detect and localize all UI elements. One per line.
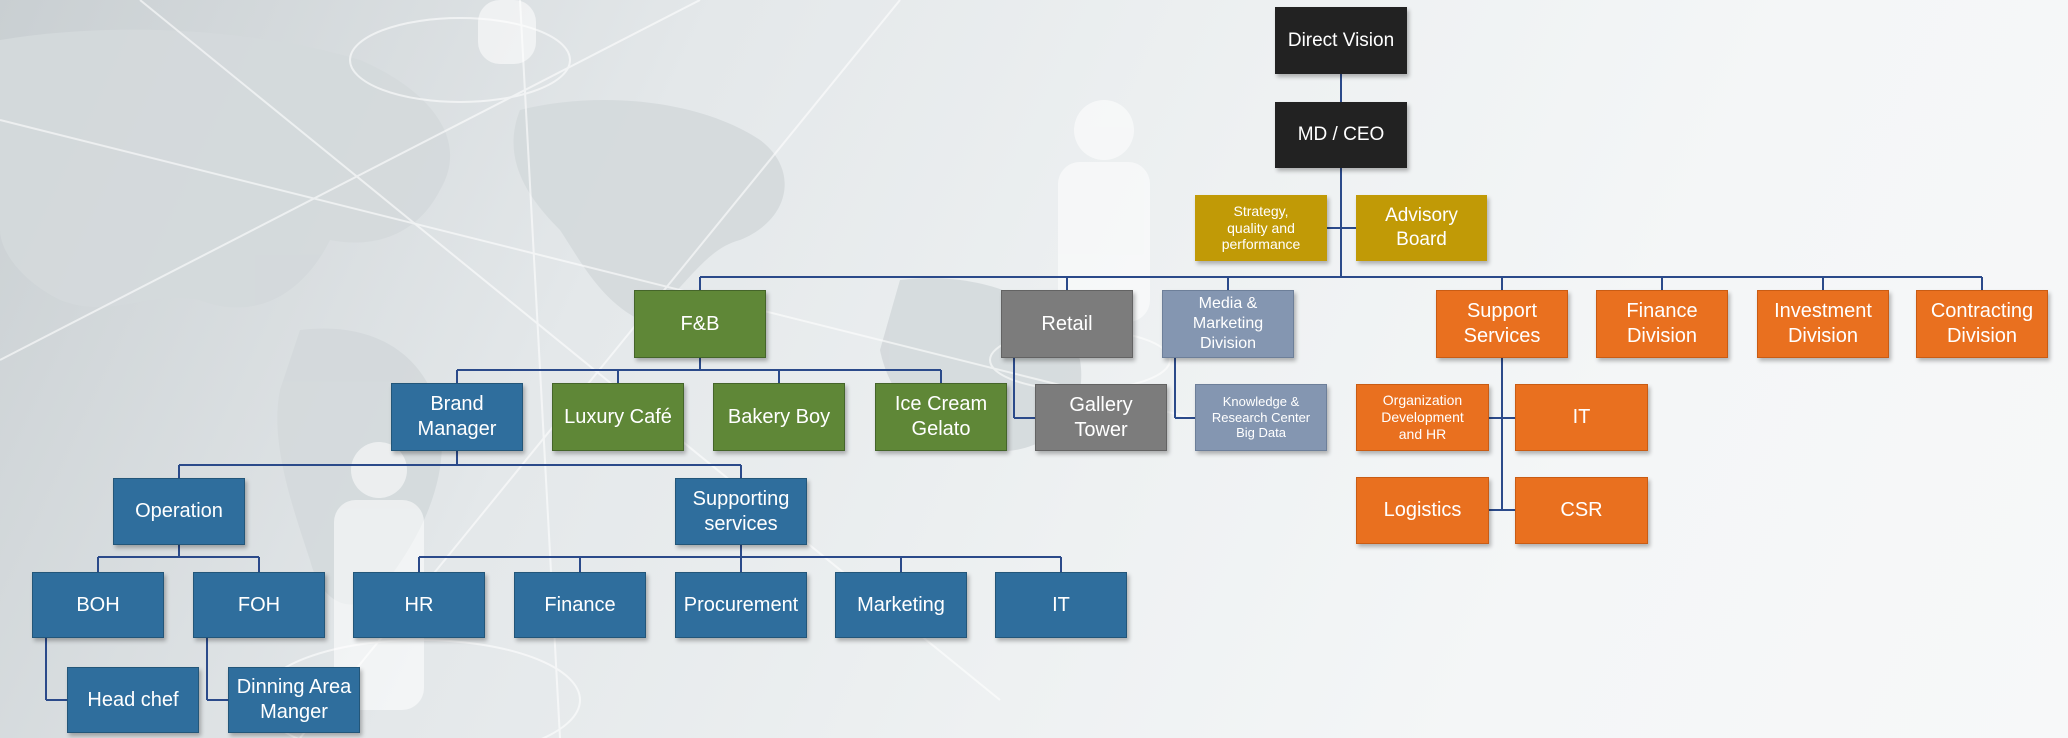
md-ceo-label: MD / CEO: [1297, 124, 1385, 146]
finance-division-label: Finance Division: [1626, 300, 1698, 347]
supporting-services-box: Supporting services: [675, 478, 807, 545]
contracting-division-label: Contracting Division: [1930, 300, 2034, 347]
support-services-box: Support Services: [1436, 290, 1568, 358]
ice-cream-label: Ice Cream Gelato: [894, 393, 988, 440]
gallery-tower-label: Gallery Tower: [1069, 393, 1133, 441]
it-support-box: IT: [1515, 384, 1648, 451]
direct-vision-label: Direct Vision: [1287, 29, 1395, 51]
fnb-division-box: F&B: [634, 290, 766, 358]
boh-box: BOH: [32, 572, 164, 638]
advisory-board-label: Advisory Board: [1385, 205, 1458, 250]
knowledge-label: Knowledge & Research Center Big Data: [1211, 394, 1311, 441]
direct-vision-box: Direct Vision: [1275, 7, 1407, 74]
support-services-label: Support Services: [1463, 300, 1541, 347]
org-development-hr-box: Organization Development and HR: [1356, 384, 1489, 451]
head-chef-box: Head chef: [67, 667, 199, 733]
supporting-services-label: Supporting services: [692, 487, 790, 535]
brand-manager-box: Brand Manager: [391, 383, 523, 451]
luxury-cafe-label: Luxury Café: [564, 405, 672, 428]
marketing-label: Marketing: [857, 593, 945, 616]
bakery-boy-box: Bakery Boy: [713, 383, 845, 451]
boh-label: BOH: [76, 593, 120, 616]
fnb-label: F&B: [680, 312, 720, 335]
retail-label: Retail: [1041, 312, 1093, 335]
hr-label: HR: [404, 593, 434, 616]
procurement-box: Procurement: [675, 572, 807, 638]
csr-box: CSR: [1515, 477, 1648, 544]
foh-label: FOH: [237, 593, 281, 616]
csr-label: CSR: [1560, 499, 1603, 521]
strategy-label: Strategy, quality and performance: [1221, 202, 1301, 253]
finance-label: Finance: [544, 593, 616, 616]
media-label: Media & Marketing Division: [1192, 295, 1264, 352]
foh-box: FOH: [193, 572, 325, 638]
dinning-label: Dinning Area Manger: [236, 676, 352, 723]
operation-label: Operation: [135, 500, 223, 522]
marketing-box: Marketing: [835, 572, 967, 638]
procurement-label: Procurement: [683, 593, 799, 616]
operation-box: Operation: [113, 478, 245, 545]
strategy-box: Strategy, quality and performance: [1195, 195, 1327, 261]
contracting-division-box: Contracting Division: [1916, 290, 2048, 358]
logistics-label: Logistics: [1383, 499, 1462, 521]
knowledge-research-box: Knowledge & Research Center Big Data: [1195, 384, 1327, 451]
head-chef-label: Head chef: [87, 688, 179, 711]
bakery-boy-label: Bakery Boy: [727, 405, 831, 428]
hr-box: HR: [353, 572, 485, 638]
ice-cream-gelato-box: Ice Cream Gelato: [875, 383, 1007, 451]
md-ceo-box: MD / CEO: [1275, 102, 1407, 168]
dinning-area-manger-box: Dinning Area Manger: [228, 667, 360, 733]
it-brand-label: IT: [1052, 593, 1070, 616]
luxury-cafe-box: Luxury Café: [552, 383, 684, 451]
gallery-tower-box: Gallery Tower: [1035, 384, 1167, 451]
brand-manager-label: Brand Manager: [417, 393, 497, 440]
finance-box: Finance: [514, 572, 646, 638]
finance-division-box: Finance Division: [1596, 290, 1728, 358]
it-brand-box: IT: [995, 572, 1127, 638]
org-dev-label: Organization Development and HR: [1381, 392, 1464, 442]
retail-division-box: Retail: [1001, 290, 1133, 358]
it-support-label: IT: [1572, 406, 1591, 428]
advisory-board-box: Advisory Board: [1356, 195, 1487, 261]
media-marketing-division-box: Media & Marketing Division: [1162, 290, 1294, 358]
investment-division-label: Investment Division: [1774, 300, 1872, 347]
logistics-box: Logistics: [1356, 477, 1489, 544]
investment-division-box: Investment Division: [1757, 290, 1889, 358]
